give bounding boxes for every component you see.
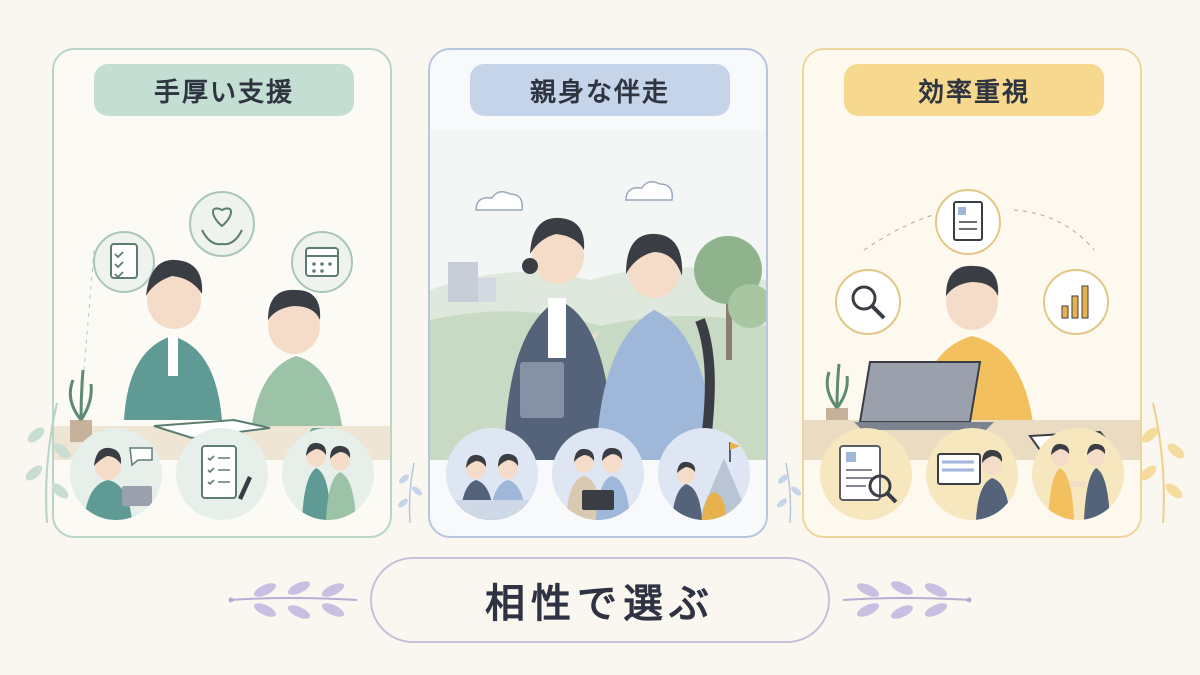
resume-thumbnail [176,428,268,520]
support-thumbnails [54,410,390,536]
companionship-scene-illustration [430,130,766,460]
dashed-line [83,249,95,371]
card-efficiency-focus: 効率重視 [802,48,1142,538]
laptop-icon [582,490,614,510]
checklist-icon [93,231,155,293]
leaf-sprig-icon [777,462,801,524]
card-title: 親身な伴走 [470,64,730,116]
tree-icon [694,236,766,360]
handshake-thumbnail [1032,428,1124,520]
leaf-sprig-icon [398,462,422,524]
meeting-thumbnail [446,428,538,520]
magnifier-icon [835,269,901,335]
plant-icon [68,369,93,442]
magnifier-icon [868,474,892,498]
online-work-thumbnail [926,428,1018,520]
laptop-session-thumbnail [552,428,644,520]
client-man [250,289,344,440]
summit-thumbnail [658,428,750,520]
buildings [448,262,496,302]
phone-call-thumbnail [70,428,162,520]
mentor-woman [504,217,614,460]
flag-icon [730,442,740,450]
card-caring-companionship: 親身な伴走 [428,48,768,538]
choose-by-compatibility-label: 相性で選ぶ [370,557,830,643]
backpack-strap [695,318,715,441]
leaf-sprig-icon [25,402,71,524]
resume-review-thumbnail [820,428,912,520]
advisor-woman [124,259,222,420]
leaf-sprig-icon [1139,402,1185,524]
heart-hands-icon [189,191,255,257]
laptop-icon [854,361,994,430]
lavender-branch-left-icon [228,581,358,619]
lavender-branch-right-icon [842,581,972,619]
card-title: 効率重視 [844,64,1104,116]
document-icon [935,189,1001,255]
student-woman [596,233,716,460]
companionship-thumbnails [430,410,766,536]
bar-chart-icon [1043,269,1109,335]
card-thorough-support: 手厚い支援 [52,48,392,538]
efficiency-thumbnails [804,410,1140,536]
cloud-icon [475,181,673,211]
pen-icon [238,476,252,500]
card-title: 手厚い支援 [94,64,354,116]
calendar-icon [291,231,353,293]
walking-together-thumbnail [282,428,374,520]
speech-bubble-icon [129,447,153,467]
folder [520,362,564,418]
